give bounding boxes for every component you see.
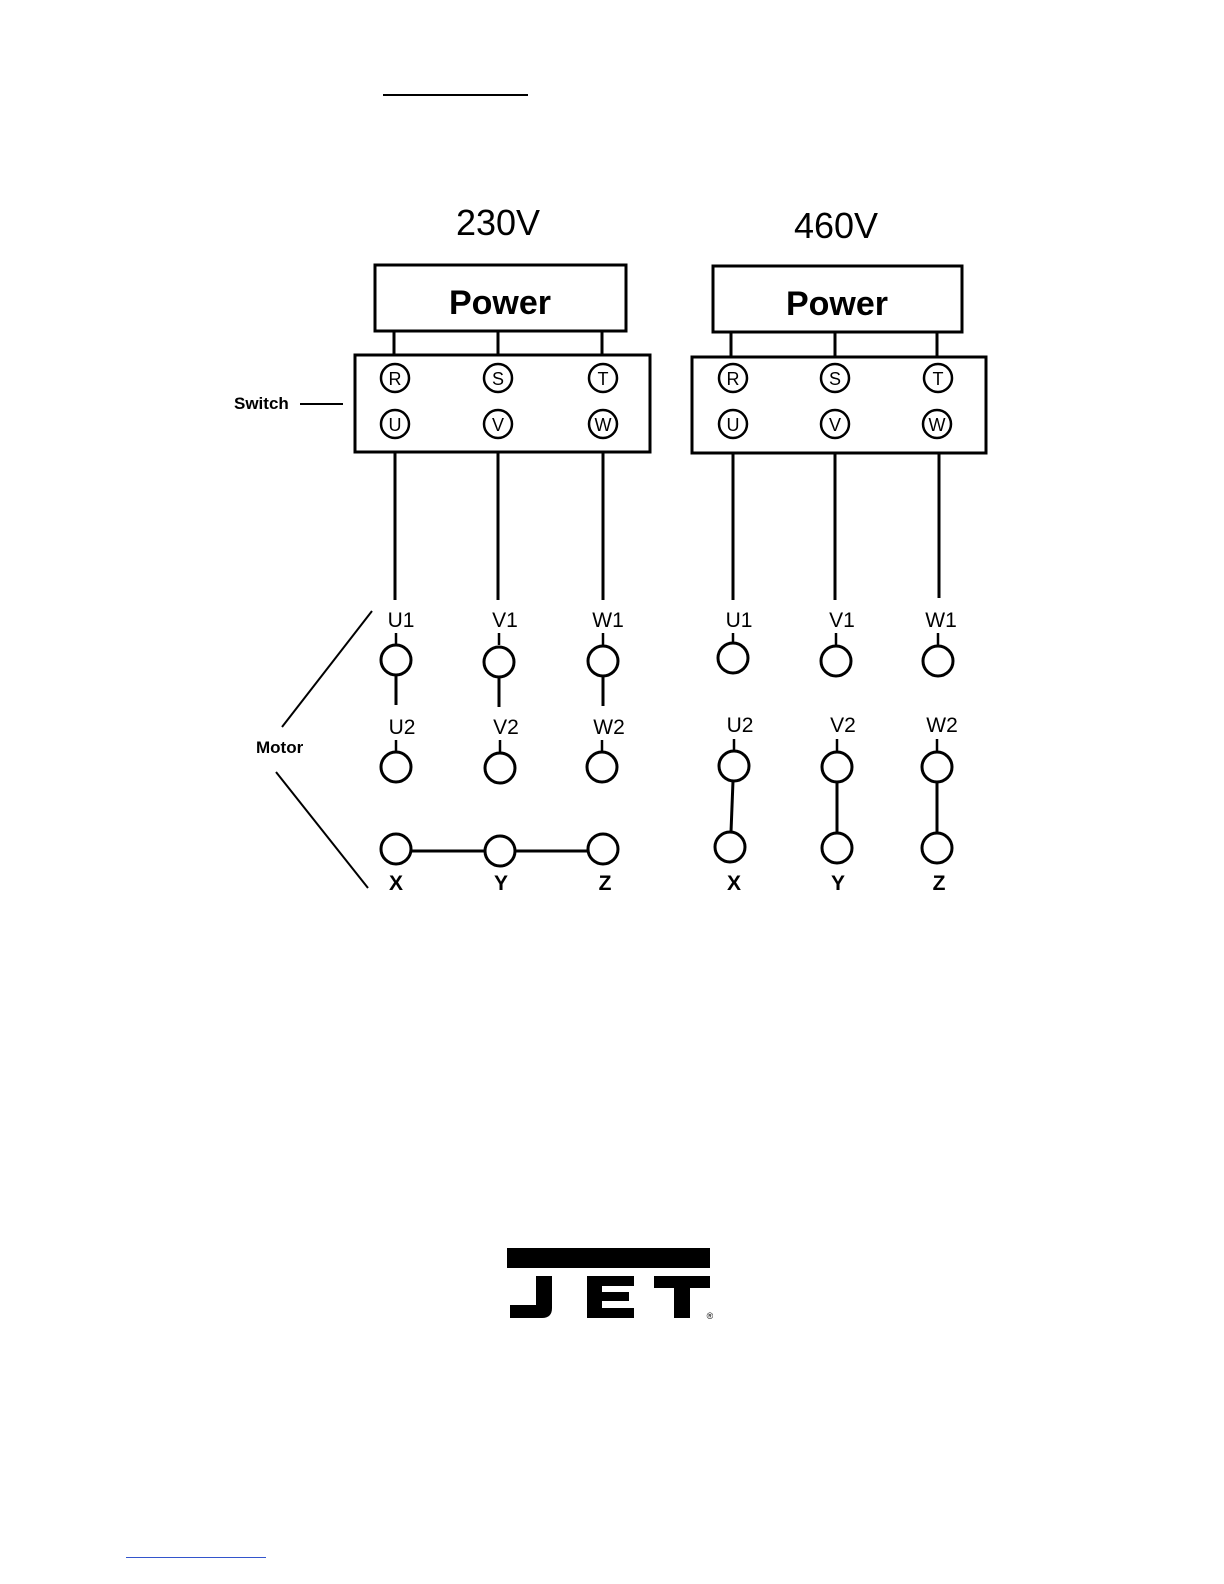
motor-leader	[282, 611, 372, 727]
switch-terminal-v: V	[821, 410, 849, 438]
motor-terminal-label: X	[389, 872, 403, 895]
svg-text:U: U	[389, 415, 402, 435]
motor-terminal	[715, 832, 745, 862]
motor-terminal-label: V2	[830, 714, 856, 737]
motor-terminal-label: W1	[925, 609, 957, 632]
switch-terminal-r: R	[719, 364, 747, 392]
switch-terminal-t: T	[589, 364, 617, 392]
switch-terminal-s: S	[821, 364, 849, 392]
svg-text:V: V	[492, 415, 504, 435]
switch-terminal-v: V	[484, 410, 512, 438]
diagram-230v: 230V Power R S T U V W	[234, 202, 650, 895]
motor-terminal	[923, 646, 953, 676]
svg-text:R: R	[727, 369, 740, 389]
svg-text:S: S	[829, 369, 841, 389]
switch-terminal-t: T	[924, 364, 952, 392]
motor-terminal-label: Z	[933, 872, 946, 895]
motor-terminal-label: U1	[388, 609, 415, 632]
motor-terminal-label: U1	[726, 609, 753, 632]
motor-label: Motor	[256, 738, 304, 757]
voltage-title: 460V	[794, 205, 878, 246]
motor-leader	[276, 772, 368, 888]
motor-terminal-label: X	[727, 872, 741, 895]
motor-terminal-label: U2	[389, 716, 416, 739]
motor-terminal	[821, 646, 851, 676]
motor-terminal-label: V1	[829, 609, 855, 632]
motor-terminal-label: Y	[494, 872, 508, 895]
diagram-460v: 460V Power R S T U V W	[692, 205, 986, 895]
voltage-title: 230V	[456, 202, 540, 243]
bottom-rule	[126, 1557, 266, 1558]
svg-text:S: S	[492, 369, 504, 389]
motor-terminal	[922, 752, 952, 782]
switch-terminal-u: U	[381, 410, 409, 438]
motor-terminal	[588, 646, 618, 676]
motor-terminal	[484, 647, 514, 677]
motor-terminal	[718, 643, 748, 673]
motor-terminal	[587, 752, 617, 782]
motor-terminal-label: Z	[599, 872, 612, 895]
motor-terminal	[381, 752, 411, 782]
svg-text:T: T	[598, 369, 609, 389]
svg-text:U: U	[727, 415, 740, 435]
motor-terminal	[381, 834, 411, 864]
switch-terminal-w: W	[589, 410, 617, 438]
registered-mark: ®	[707, 1311, 713, 1321]
svg-text:R: R	[389, 369, 402, 389]
power-label: Power	[449, 284, 551, 322]
motor-terminal-label: Y	[831, 872, 845, 895]
switch-label: Switch	[234, 394, 289, 413]
power-label: Power	[786, 285, 888, 323]
switch-terminal-r: R	[381, 364, 409, 392]
svg-text:T: T	[933, 369, 944, 389]
switch-terminal-s: S	[484, 364, 512, 392]
motor-terminal	[381, 645, 411, 675]
motor-terminal	[485, 753, 515, 783]
motor-terminal	[922, 833, 952, 863]
svg-text:W: W	[595, 415, 612, 435]
motor-terminal-label: W2	[593, 716, 625, 739]
switch-terminal-w: W	[923, 410, 951, 438]
motor-terminal	[822, 833, 852, 863]
svg-text:V: V	[829, 415, 841, 435]
motor-terminal-label: W1	[592, 609, 624, 632]
motor-terminal	[588, 834, 618, 864]
motor-terminal	[719, 751, 749, 781]
jet-logo: ®	[507, 1248, 713, 1322]
svg-text:W: W	[929, 415, 946, 435]
switch-terminal-u: U	[719, 410, 747, 438]
motor-terminal-label: U2	[727, 714, 754, 737]
motor-terminal	[822, 752, 852, 782]
series-link	[731, 781, 733, 832]
motor-terminal-label: V1	[492, 609, 518, 632]
motor-terminal-label: V2	[493, 716, 519, 739]
motor-terminal	[485, 836, 515, 866]
motor-terminal-label: W2	[926, 714, 958, 737]
